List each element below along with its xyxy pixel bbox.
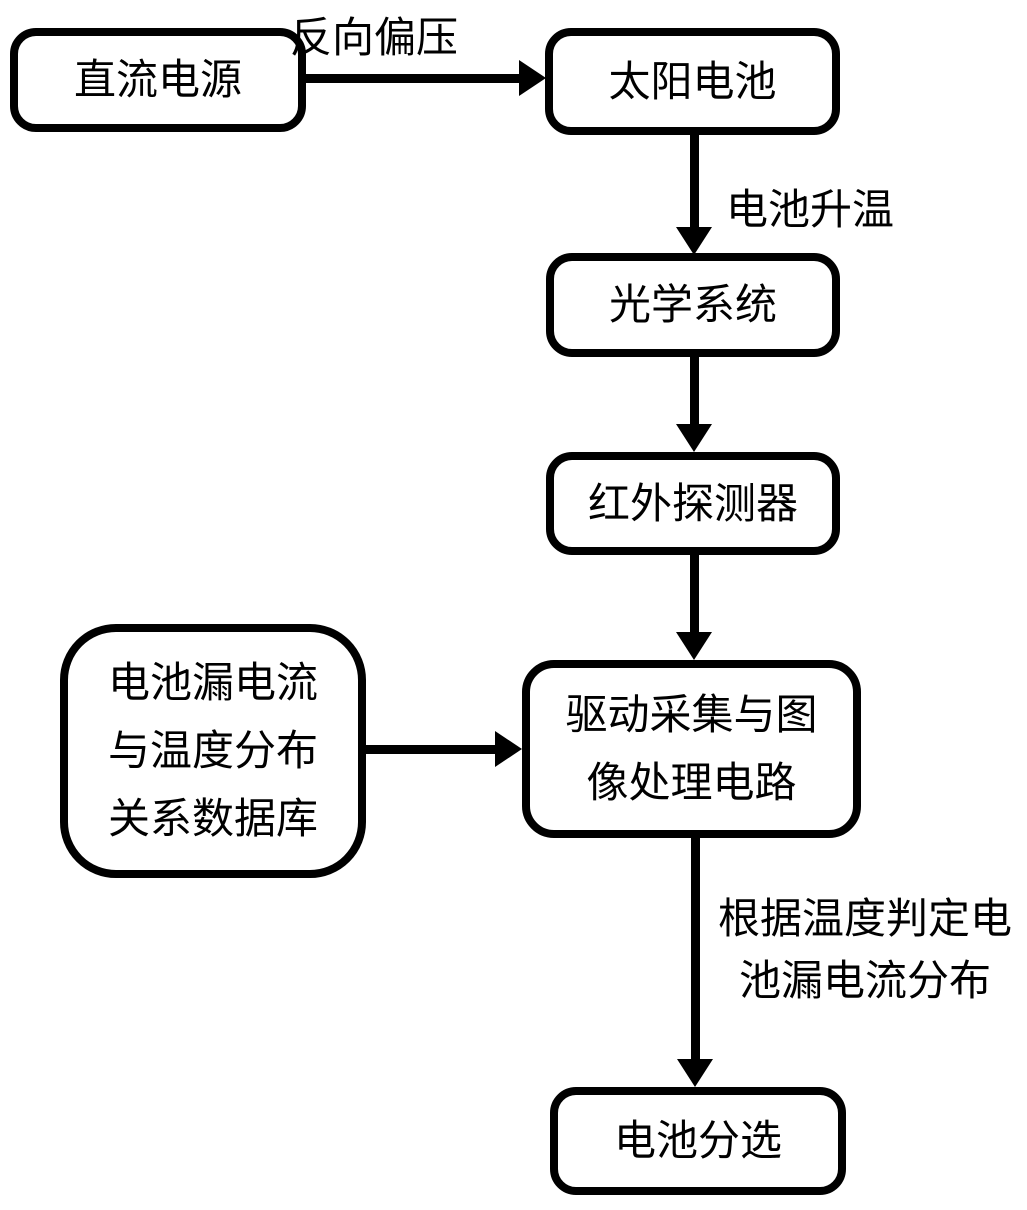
node-infrared-detector: 红外探测器 bbox=[546, 452, 840, 555]
arrow-head-down-icon bbox=[677, 1059, 713, 1087]
node-drive-acquisition-image-processing-circuit: 驱动采集与图 像处理电路 bbox=[522, 660, 861, 838]
edge-label-judge-line2: 池漏电流分布 bbox=[738, 956, 991, 1005]
edge-label-cell-heating: 电池升温 bbox=[726, 185, 895, 234]
node-battery-sorting-label: 电池分选 bbox=[613, 1116, 782, 1165]
node-drive-circuit-label-line2: 像处理电路 bbox=[586, 758, 797, 807]
arrow-line bbox=[366, 745, 498, 754]
node-optical-system: 光学系统 bbox=[546, 253, 840, 357]
node-solar-cell-label: 太阳电池 bbox=[608, 56, 777, 106]
edge-label-judge-line1: 根据温度判定电 bbox=[717, 894, 1012, 943]
node-optical-system-label: 光学系统 bbox=[608, 280, 777, 329]
arrow-head-down-icon bbox=[676, 227, 712, 255]
arrow-line bbox=[691, 838, 700, 1061]
arrow-line bbox=[690, 357, 699, 426]
arrow-line bbox=[306, 74, 522, 83]
node-dc-power-label: 直流电源 bbox=[73, 55, 242, 104]
node-dc-power: 直流电源 bbox=[10, 28, 306, 132]
arrow-head-down-icon bbox=[676, 424, 712, 452]
node-infrared-detector-label: 红外探测器 bbox=[587, 478, 798, 528]
node-database-label-line1: 电池漏电流 bbox=[107, 658, 318, 707]
node-database-label-line3: 关系数据库 bbox=[107, 794, 318, 843]
node-battery-sorting: 电池分选 bbox=[550, 1087, 846, 1195]
arrow-head-right-icon bbox=[519, 60, 546, 96]
arrow-head-down-icon bbox=[676, 632, 712, 660]
arrow-line bbox=[690, 555, 699, 634]
node-drive-circuit-label-line1: 驱动采集与图 bbox=[565, 690, 818, 739]
node-database-label-line2: 与温度分布 bbox=[107, 726, 318, 775]
node-leakage-temperature-database: 电池漏电流 与温度分布 关系数据库 bbox=[60, 624, 366, 878]
node-solar-cell: 太阳电池 bbox=[545, 28, 840, 135]
arrow-head-right-icon bbox=[495, 731, 522, 767]
arrow-line bbox=[690, 135, 699, 229]
edge-label-judge-leakage-distribution: 根据温度判定电 池漏电流分布 bbox=[698, 888, 1027, 1012]
edge-label-reverse-bias: 反向偏压 bbox=[290, 13, 459, 62]
